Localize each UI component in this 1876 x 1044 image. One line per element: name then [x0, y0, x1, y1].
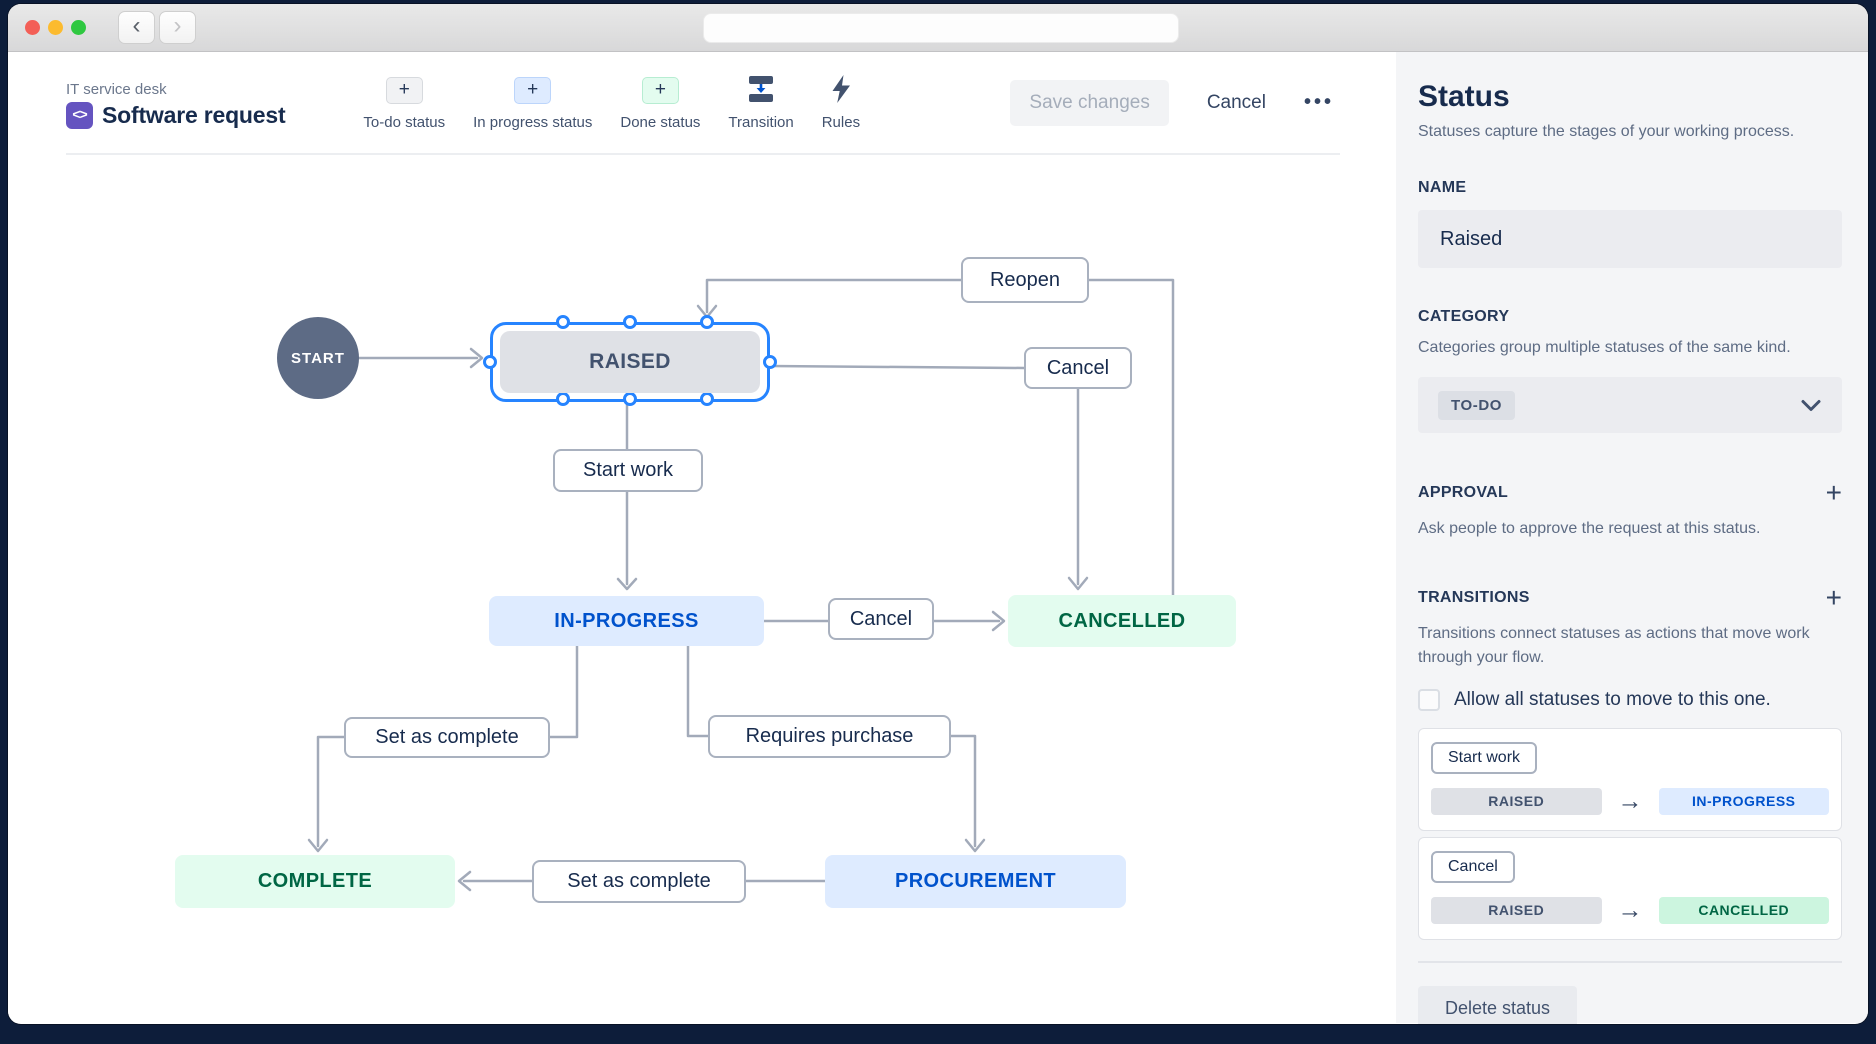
node-procurement[interactable]: PROCUREMENT: [825, 855, 1126, 908]
status-name-input[interactable]: Raised: [1418, 210, 1842, 268]
node-complete[interactable]: COMPLETE: [175, 855, 455, 908]
transition-card[interactable]: Start work RAISED → IN-PROGRESS: [1418, 727, 1842, 831]
add-done-status-button[interactable]: + Done status: [620, 77, 701, 131]
add-approval-button[interactable]: +: [1825, 477, 1842, 509]
plus-icon: +: [514, 77, 552, 104]
close-window-button[interactable]: [25, 20, 40, 35]
workflow-canvas[interactable]: START RAISED IN-PROGRESS CANCELLED COMPL…: [8, 155, 1396, 1023]
status-detail-panel: Status Statuses capture the stages of yo…: [1396, 52, 1868, 1024]
transition-label-cancel-mid[interactable]: Cancel: [828, 598, 934, 640]
approval-help-text: Ask people to approve the request at thi…: [1418, 520, 1761, 538]
selection-handle[interactable]: [623, 315, 637, 329]
traffic-lights: [25, 20, 86, 35]
zoom-window-button[interactable]: [71, 20, 86, 35]
forward-icon: ›: [173, 12, 182, 39]
breadcrumb: IT service desk: [66, 80, 167, 98]
add-inprogress-status-button[interactable]: + In progress status: [473, 77, 593, 131]
transitions-section-label: TRANSITIONS: [1418, 589, 1530, 607]
add-transition-panel-button[interactable]: +: [1825, 582, 1842, 614]
selection-handle[interactable]: [556, 392, 570, 406]
back-icon: ‹: [132, 12, 141, 39]
transition-label-reopen[interactable]: Reopen: [961, 257, 1089, 303]
from-status-chip: RAISED: [1431, 787, 1602, 815]
address-bar[interactable]: [703, 13, 1179, 43]
transition-label-cancel-top[interactable]: Cancel: [1024, 347, 1132, 389]
category-field-label: CATEGORY: [1418, 308, 1510, 325]
lightning-icon: [828, 74, 854, 104]
name-field-label: NAME: [1418, 179, 1467, 196]
back-button[interactable]: ‹: [118, 11, 155, 44]
transition-name-button[interactable]: Start work: [1431, 741, 1538, 774]
delete-status-button[interactable]: Delete status: [1418, 985, 1578, 1024]
selection-handle[interactable]: [483, 355, 497, 369]
cancel-button[interactable]: Cancel: [1206, 91, 1266, 113]
edge-in-progress-to-procurement[interactable]: [686, 644, 986, 853]
edge-raised-to-cancelled[interactable]: [768, 364, 1089, 591]
category-select[interactable]: TO-DO: [1418, 377, 1842, 434]
selection-handle[interactable]: [763, 355, 777, 369]
allow-all-statuses-label: Allow all statuses to move to this one.: [1454, 688, 1771, 710]
panel-title: Status: [1418, 80, 1510, 113]
selection-handle[interactable]: [700, 392, 714, 406]
from-status-chip: RAISED: [1431, 896, 1602, 924]
selection-handle[interactable]: [700, 315, 714, 329]
workflow-icon: <>: [66, 101, 93, 129]
panel-subtitle: Statuses capture the stages of your work…: [1418, 123, 1795, 140]
selection-handle[interactable]: [623, 392, 637, 406]
titlebar: ‹ ›: [8, 4, 1868, 52]
transition-icon: [746, 74, 776, 104]
node-in-progress[interactable]: IN-PROGRESS: [489, 596, 764, 646]
transition-label-requires-purchase[interactable]: Requires purchase: [708, 715, 951, 758]
rules-button[interactable]: Rules: [822, 74, 860, 131]
allow-all-statuses-checkbox[interactable]: [1418, 688, 1440, 711]
edge-procurement-to-complete[interactable]: [457, 870, 827, 892]
node-start[interactable]: START: [277, 317, 359, 399]
selection-handle[interactable]: [556, 315, 570, 329]
category-help-text: Categories group multiple statuses of th…: [1418, 339, 1791, 356]
plus-icon: +: [641, 77, 679, 104]
panel-divider: [1418, 960, 1842, 963]
page-title: Software request: [102, 101, 286, 128]
workflow-toolbar: IT service desk <> Software request + To…: [66, 52, 1340, 155]
transitions-help-text: Transitions connect statuses as actions …: [1418, 625, 1810, 666]
node-cancelled[interactable]: CANCELLED: [1008, 595, 1236, 647]
arrow-right-icon: →: [1617, 786, 1643, 815]
more-menu-button[interactable]: •••: [1303, 91, 1334, 113]
transition-label-start-work[interactable]: Start work: [553, 449, 703, 492]
add-transition-button[interactable]: Transition: [728, 74, 794, 131]
to-status-chip: CANCELLED: [1658, 896, 1829, 924]
selection-outline: [483, 315, 777, 406]
edge-cancelled-to-raised-reopen[interactable]: [696, 278, 1175, 597]
plus-icon: +: [385, 77, 423, 104]
forward-button[interactable]: ›: [159, 11, 196, 44]
minimize-window-button[interactable]: [48, 20, 63, 35]
edge-raised-to-in-progress[interactable]: [616, 400, 638, 591]
edge-start-to-raised[interactable]: [357, 347, 484, 369]
transition-name-button[interactable]: Cancel: [1431, 850, 1515, 883]
node-raised[interactable]: RAISED: [500, 331, 760, 393]
edge-in-progress-to-cancelled[interactable]: [762, 610, 1006, 632]
transition-label-set-as-complete-left[interactable]: Set as complete: [344, 717, 550, 758]
edge-in-progress-to-complete[interactable]: [307, 644, 579, 853]
transition-label-set-as-complete-bottom[interactable]: Set as complete: [532, 860, 746, 903]
chevron-down-icon: [1801, 399, 1821, 411]
to-status-chip: IN-PROGRESS: [1658, 787, 1829, 815]
browser-window: ‹ › IT service desk <> Software request …: [8, 4, 1868, 1024]
approval-section-label: APPROVAL: [1418, 484, 1509, 502]
arrow-right-icon: →: [1617, 895, 1643, 924]
save-changes-button[interactable]: Save changes: [1010, 79, 1169, 126]
transition-card[interactable]: Cancel RAISED → CANCELLED: [1418, 836, 1842, 940]
add-todo-status-button[interactable]: + To-do status: [363, 77, 446, 131]
category-value-chip: TO-DO: [1438, 390, 1516, 420]
